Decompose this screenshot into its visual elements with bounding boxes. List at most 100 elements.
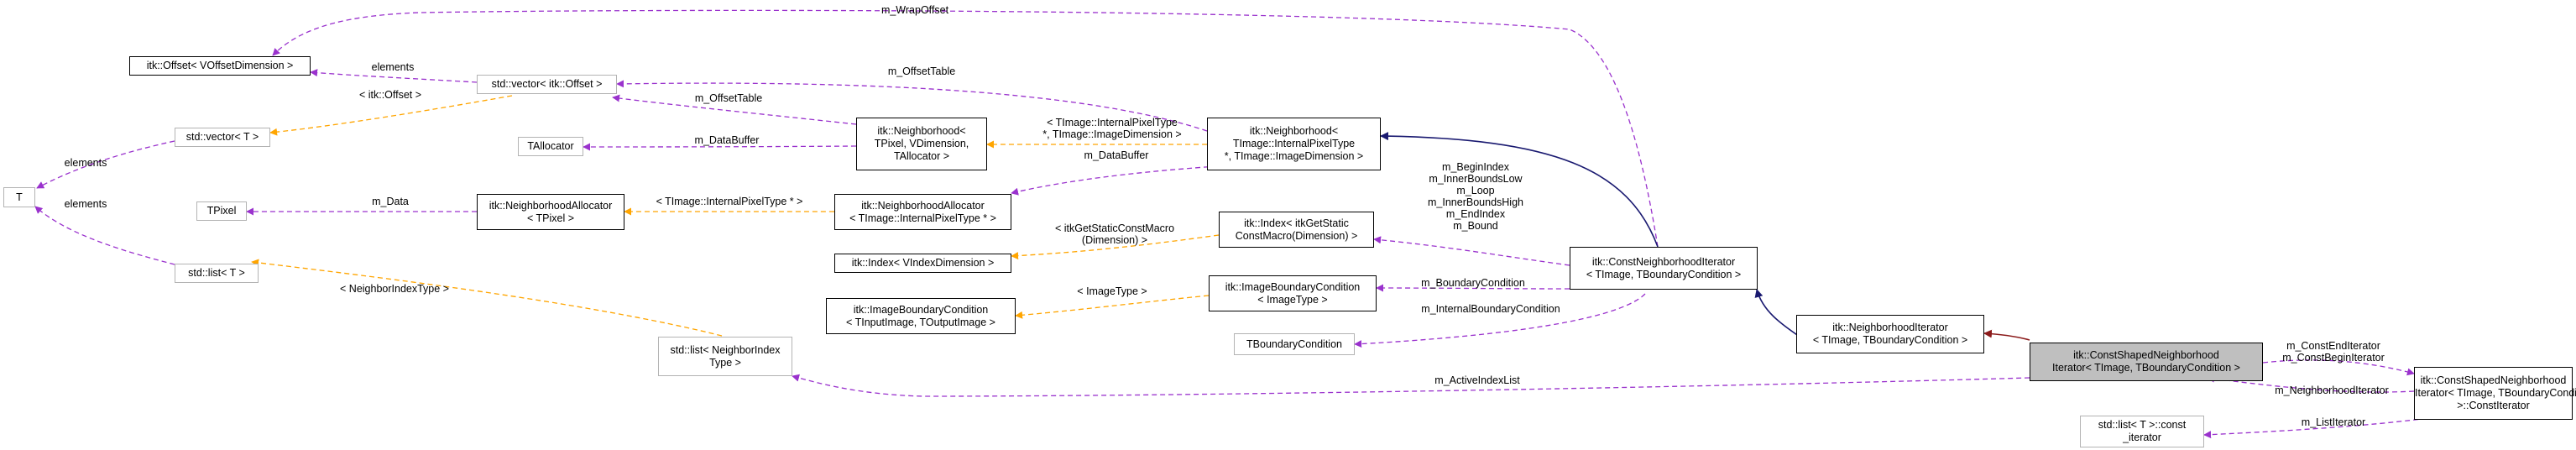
edge-neighbor-index-type [251, 259, 723, 337]
node-line: Iterator< TImage, TBoundaryCondition > [2052, 362, 2240, 374]
node-line: itk::Neighborhood< [877, 125, 966, 137]
edge-const-end-begin-iterator [2262, 359, 2415, 376]
edge-label-m-data-buffer-1: m_DataBuffer [694, 134, 760, 146]
node-const-shaped-const-iterator[interactable]: itk::ConstShapedNeighborhood Iterator< T… [2414, 367, 2576, 420]
node-line: < TImage, TBoundaryCondition > [1586, 268, 1742, 280]
edge-m-active-index-list [792, 374, 2030, 397]
node-neighborhood-allocator-generic[interactable]: itk::NeighborhoodAllocator < TPixel > [477, 194, 624, 230]
edge-label-m-offset-table-1: m_OffsetTable [887, 65, 956, 77]
node-list-const-iterator[interactable]: std::list< T >::const _iterator [2080, 416, 2204, 447]
node-vector-t[interactable]: std::vector< T > [175, 128, 270, 147]
node-line: _iterator [2123, 432, 2161, 443]
node-line: itk::NeighborhoodAllocator [489, 199, 613, 212]
node-image-boundary-generic[interactable]: itk::ImageBoundaryCondition < TInputImag… [826, 298, 1016, 334]
node-line: < ImageType > [1257, 293, 1328, 306]
edge-label-internal-pixel-type-dim: < TImage::InternalPixelType*, TImage::Im… [1042, 117, 1182, 140]
node-image-boundary-image[interactable]: itk::ImageBoundaryCondition < ImageType … [1209, 275, 1377, 311]
edge-label-m-list-iterator: m_ListIterator [2301, 416, 2366, 428]
edge-itk-offset-template [269, 95, 513, 136]
node-line: itk::NeighborhoodIterator [1832, 322, 1948, 333]
node-line: std::vector< itk::Offset > [491, 78, 603, 90]
node-line: itk::ConstShapedNeighborhood [2073, 349, 2219, 361]
node-neighborhood-generic[interactable]: itk::Neighborhood< TPixel, VDimension, T… [856, 118, 987, 170]
edge-label-neighbor-index-type: < NeighborIndexType > [340, 283, 449, 295]
edge-label-internal-pixel-type-ptr: < TImage::InternalPixelType * > [656, 196, 803, 207]
node-line: std::list< NeighborIndex [670, 343, 781, 356]
node-line: TImage::InternalPixelType [1232, 138, 1356, 149]
edge-label-m-data: m_Data [372, 196, 409, 207]
node-tboundary[interactable]: TBoundaryCondition [1234, 333, 1355, 355]
node-list-neighbor-index[interactable]: std::list< NeighborIndex Type > [658, 337, 792, 376]
node-line: TPixel [206, 205, 237, 217]
edge-label-m-neighborhood-iterator: m_NeighborhoodIterator [2275, 385, 2389, 396]
edge-label-itk-offset: < itk::Offset > [358, 89, 422, 101]
node-line: < TImage, TBoundaryCondition > [1812, 334, 1968, 346]
node-line: ConstMacro(Dimension) > [1235, 229, 1358, 242]
node-line: itk::ImageBoundaryCondition [1225, 280, 1361, 293]
node-list-t[interactable]: std::list< T > [175, 264, 259, 283]
edge-elements-offset [310, 69, 478, 83]
node-line: TPixel, VDimension, [874, 138, 969, 149]
node-neighborhood-allocator-image[interactable]: itk::NeighborhoodAllocator < TImage::Int… [834, 194, 1011, 230]
node-index-static[interactable]: itk::Index< itkGetStatic ConstMacro(Dime… [1219, 212, 1374, 248]
node-line: *, TImage::ImageDimension > [1224, 150, 1364, 162]
edge-label-elements-3: elements [64, 198, 107, 210]
node-line: < TInputImage, TOutputImage > [846, 316, 995, 328]
edge-inherit-neighborhood [1380, 132, 1659, 248]
node-vector-offset[interactable]: std::vector< itk::Offset > [477, 75, 617, 94]
node-line: itk::ImageBoundaryCondition [853, 303, 989, 316]
node-line: std::list< T > [188, 267, 245, 279]
edge-elements-list [34, 206, 175, 265]
edge-label-static-dim: < itkGetStaticConstMacro(Dimension) > [1054, 222, 1175, 246]
node-line: >::ConstIterator [2457, 400, 2530, 411]
node-line: TBoundaryCondition [1246, 338, 1342, 350]
node-line: Type > [709, 356, 741, 369]
edge-m-boundary-condition [1376, 284, 1570, 292]
node-tallocator[interactable]: TAllocator [518, 137, 583, 156]
node-line: itk::NeighborhoodAllocator [861, 199, 985, 212]
edge-label-m-offset-table-2: m_OffsetTable [694, 92, 763, 104]
edge-image-type [1015, 295, 1210, 319]
edge-m-internal-boundary-condition [1354, 293, 1646, 348]
edge-label-m-boundary-condition: m_BoundaryCondition [1421, 277, 1525, 289]
node-line: < TPixel > [526, 212, 575, 224]
node-index-vdim[interactable]: itk::Index< VIndexDimension > [834, 254, 1011, 273]
node-t[interactable]: T [3, 187, 35, 207]
node-tpixel[interactable]: TPixel [196, 201, 247, 221]
node-line: itk::Neighborhood< [1249, 125, 1339, 137]
node-offset-vdim[interactable]: itk::Offset< VOffsetDimension > [129, 56, 311, 76]
node-line: itk::Offset< VOffsetDimension > [146, 60, 294, 71]
node-line: TAllocator > [893, 150, 950, 162]
edge-label-m-internal-boundary-condition: m_InternalBoundaryCondition [1421, 303, 1560, 315]
edge-label-m-active-index-list: m_ActiveIndexList [1434, 374, 1520, 386]
node-line: itk::ConstShapedNeighborhood [2420, 374, 2567, 386]
edge-label-elements-1: elements [371, 61, 415, 73]
node-line: itk::Index< itkGetStatic [1244, 217, 1349, 229]
edge-label-image-type: < ImageType > [1077, 285, 1147, 297]
edge-label-m-wrap-offset: m_WrapOffset [880, 4, 949, 16]
node-line: itk::Index< VIndexDimension > [851, 257, 995, 269]
edge-label-elements-2: elements [64, 157, 107, 169]
edge-m-offset-table-2 [612, 94, 857, 125]
edge-m-wrap-offset [272, 9, 1659, 248]
edge-m-data-buffer-1 [583, 143, 857, 151]
node-neighborhood-iterator[interactable]: itk::NeighborhoodIterator < TImage, TBou… [1796, 315, 1984, 353]
node-line: < TImage::InternalPixelType * > [849, 212, 996, 224]
node-const-shaped-neighborhood-iterator[interactable]: itk::ConstShapedNeighborhood Iterator< T… [2030, 343, 2263, 381]
edge-m-data-buffer-2 [1011, 165, 1218, 196]
node-neighborhood-image[interactable]: itk::Neighborhood< TImage::InternalPixel… [1207, 118, 1381, 170]
node-line: T [16, 191, 23, 203]
node-line: itk::ConstNeighborhoodIterator [1591, 255, 1736, 268]
edge-label-m-data-buffer-2: m_DataBuffer [1084, 149, 1149, 161]
node-line: std::vector< T > [185, 131, 259, 143]
node-line: Iterator< TImage, TBoundaryCondition [2415, 387, 2576, 399]
node-line: std::list< T >::const [2098, 419, 2187, 431]
edge-m-neighborhood-iterator [2207, 374, 2415, 393]
edge-elements-vector [36, 140, 175, 189]
edge-inherit-neighborhood-iterator [1983, 329, 2030, 341]
node-line: TAllocator [527, 140, 574, 152]
edge-static-dim [1011, 234, 1220, 260]
node-const-neighborhood-iterator[interactable]: itk::ConstNeighborhoodIterator < TImage,… [1570, 247, 1758, 290]
